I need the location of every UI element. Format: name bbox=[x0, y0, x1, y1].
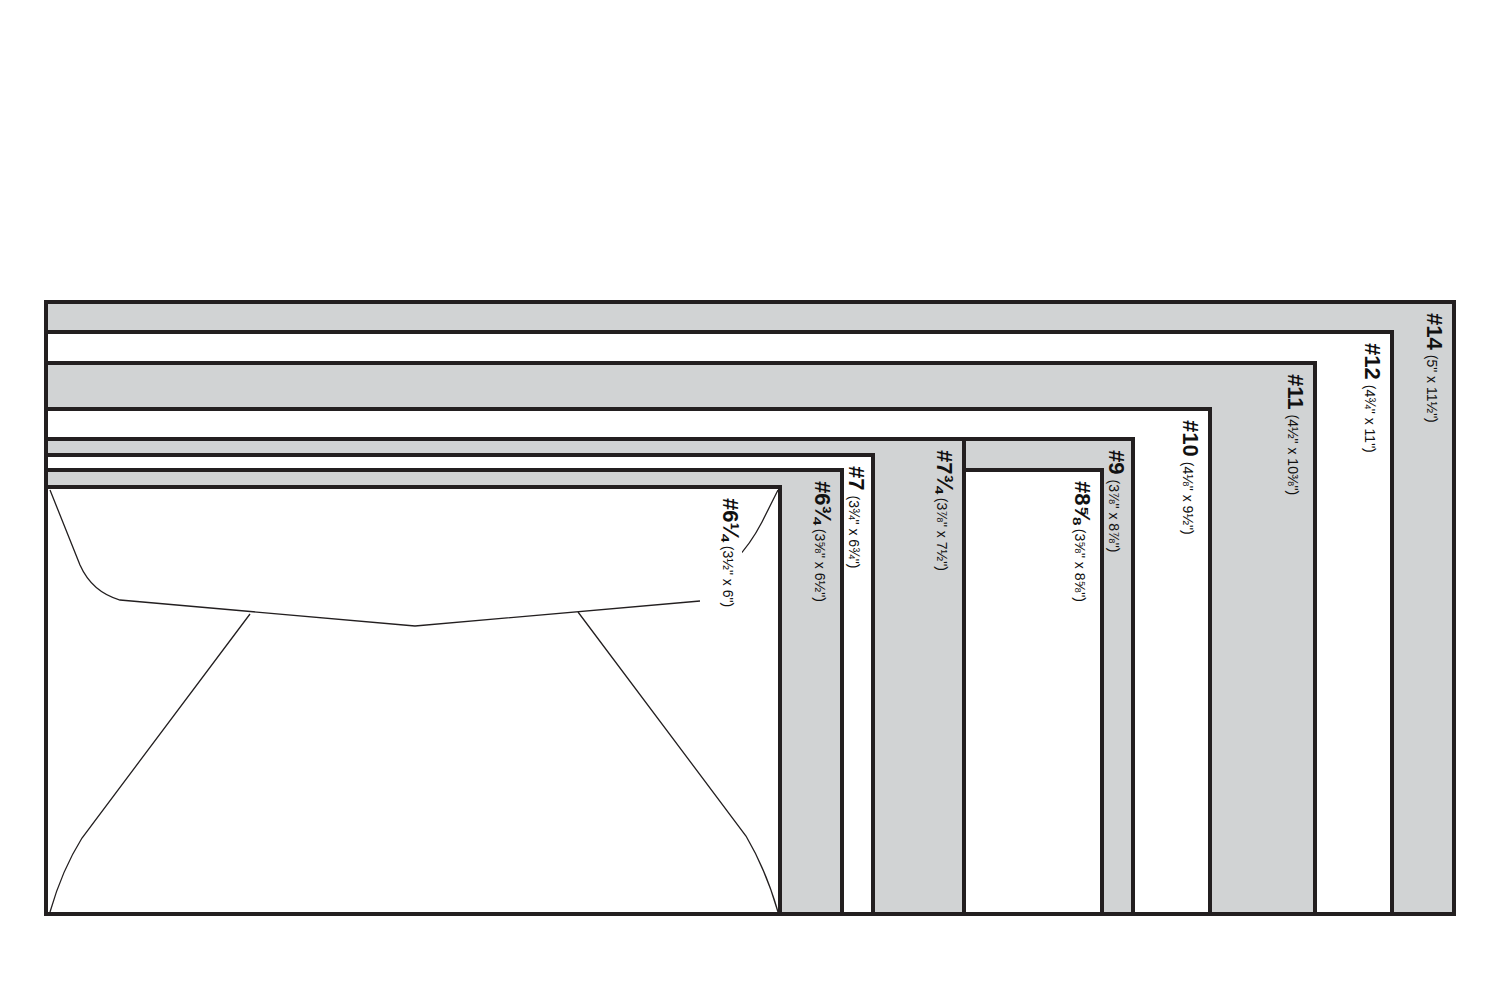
size-label: #12 (4¾" x 11") bbox=[1360, 340, 1384, 456]
envelope-size-band: #8⅝ (3⅝" x 8⅝") #6¼ (3½" x 6") #6¾ (3⅝" x 6½"… bbox=[44, 407, 1212, 916]
envelope-fold-left bbox=[50, 614, 250, 912]
envelope-number: #10 bbox=[1178, 420, 1203, 457]
envelope-size-band: #6¼ (3½" x 6") #6¾ (3⅝" x 6½") #7 (3¾" x 6¾")… bbox=[44, 437, 966, 916]
envelope-dimensions: (3⅞" x 7½") bbox=[934, 498, 950, 571]
envelope-dimensions: (4¾" x 11") bbox=[1362, 385, 1378, 453]
envelope-dimensions: (5" x 11½") bbox=[1424, 355, 1440, 423]
envelope-number: #8⅝ bbox=[1070, 481, 1095, 524]
envelope-size-band: #6¼ (3½" x 6") #6¾ (3⅝" x 6½") #7 (3¾" x 6¾") bbox=[44, 453, 875, 916]
envelope-dimensions: (3⅝" x 8⅝") bbox=[1072, 529, 1088, 602]
envelope-fold-right bbox=[578, 612, 778, 912]
envelope-number: #12 bbox=[1360, 343, 1385, 380]
envelope-size-band: #8⅝ (3⅝" x 8⅝") #6¼ (3½" x 6") #6¾ (3⅝" x 6½"… bbox=[44, 330, 1394, 916]
envelope-flap bbox=[50, 490, 700, 626]
envelope-dimensions: (3¾" x 6¾") bbox=[846, 495, 862, 568]
envelope-number: #6¾ bbox=[810, 481, 835, 524]
envelope-size-band: #6¼ (3½" x 6") bbox=[44, 485, 782, 916]
envelope-number: #7 bbox=[844, 466, 869, 490]
envelope-dimensions: (3⅞" x 8⅞") bbox=[1106, 479, 1122, 552]
envelope-flap-edge bbox=[735, 490, 778, 560]
size-label: #6¼ (3½" x 6") bbox=[718, 495, 742, 610]
envelope-number: #9 bbox=[1104, 450, 1129, 474]
envelope-size-band: #8⅝ (3⅝" x 8⅝") #6¼ (3½" x 6") #6¾ (3⅝" x 6½"… bbox=[44, 437, 1135, 916]
envelope-size-band: #8⅝ (3⅝" x 8⅝") #6¼ (3½" x 6") #6¾ (3⅝" x 6½"… bbox=[44, 361, 1317, 916]
size-label: #10 (4⅛" x 9½") bbox=[1178, 417, 1202, 538]
size-label: #14 (5" x 11½") bbox=[1422, 310, 1446, 426]
envelope-dimensions: (3⅝" x 6½") bbox=[812, 529, 828, 602]
envelope-dimensions: (4½" x 10⅜") bbox=[1285, 415, 1301, 496]
size-label: #8⅝ (3⅝" x 8⅝") bbox=[1070, 478, 1094, 605]
envelope-number: #7¾ bbox=[932, 450, 957, 493]
envelope-size-band: #6¼ (3½" x 6") #6¾ (3⅝" x 6½") bbox=[44, 468, 844, 916]
envelope-dimensions: (4⅛" x 9½") bbox=[1180, 462, 1196, 535]
envelope-number: #11 bbox=[1283, 374, 1308, 410]
size-label: #9 (3⅞" x 8⅞") bbox=[1104, 447, 1128, 555]
envelope-dimensions: (3½" x 6") bbox=[720, 546, 736, 607]
envelope-size-band: #8⅝ (3⅝" x 8⅝") #6¼ (3½" x 6") #6¾ (3⅝" x 6½"… bbox=[44, 300, 1456, 916]
size-label: #11 (4½" x 10⅜") bbox=[1283, 371, 1307, 498]
envelope-number: #6¼ bbox=[718, 498, 743, 541]
size-label: #7 (3¾" x 6¾") bbox=[844, 463, 868, 571]
envelope-number: #14 bbox=[1422, 313, 1447, 350]
size-label: #7¾ (3⅞" x 7½") bbox=[932, 447, 956, 574]
size-label: #6¾ (3⅝" x 6½") bbox=[810, 478, 834, 605]
